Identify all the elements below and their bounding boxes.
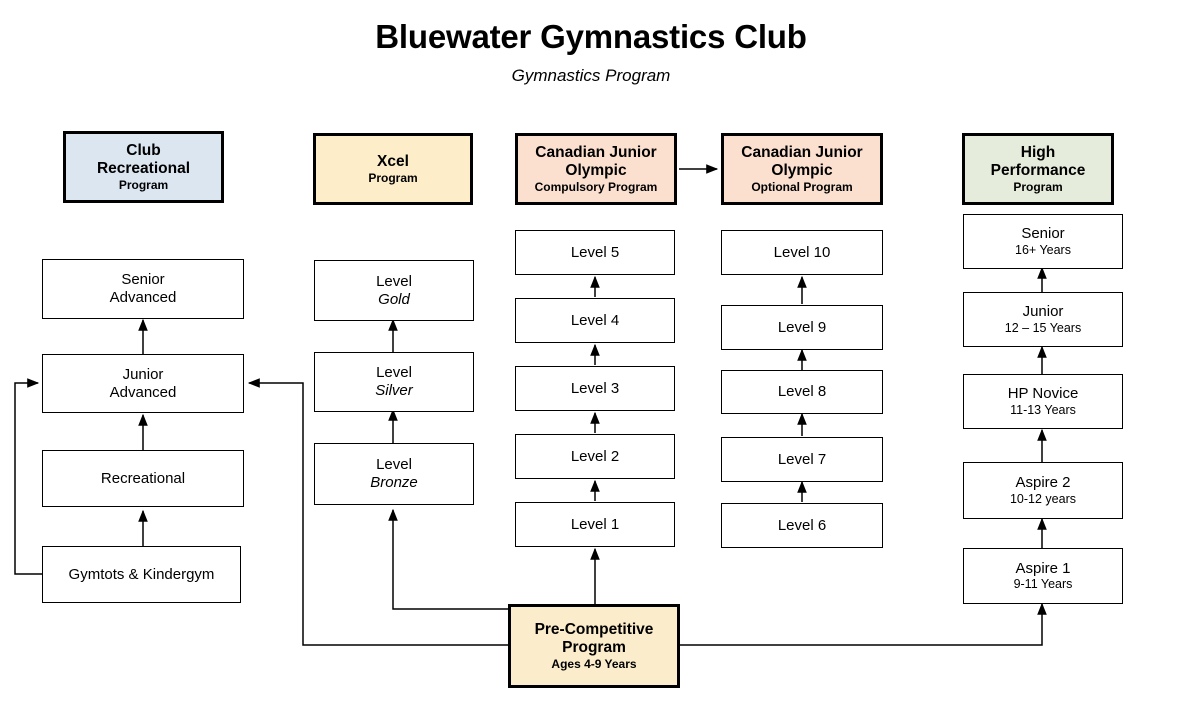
stream-header-line2: Performance (990, 161, 1086, 179)
node-hp-aspire-1[interactable]: Aspire 1 9-11 Years (963, 548, 1123, 604)
node-level-9[interactable]: Level 9 (721, 305, 883, 350)
node-age-range: 11-13 Years (1010, 402, 1076, 417)
node-gymtots-kindergym[interactable]: Gymtots & Kindergym (42, 546, 241, 603)
node-level-1[interactable]: Level 1 (515, 502, 675, 547)
page-subtitle: Gymnastics Program (511, 66, 671, 85)
node-level-4[interactable]: Level 4 (515, 298, 675, 343)
node-age-range: 12 – 15 Years (1004, 320, 1082, 335)
node-line1: Pre-Competitive (534, 620, 654, 638)
node-line1: Recreational (100, 469, 186, 487)
node-line1: Level (376, 456, 412, 474)
node-line1: Level 3 (570, 379, 620, 397)
node-line2: Gold (378, 290, 410, 308)
node-line2: Advanced (109, 383, 177, 401)
stream-header-line2: Olympic (771, 161, 833, 179)
stream-header-line3: Program (118, 178, 169, 193)
node-hp-senior[interactable]: Senior 16+ Years (963, 214, 1123, 269)
node-level-bronze[interactable]: Level Bronze (314, 443, 474, 505)
node-line1: Level 9 (777, 318, 827, 336)
node-line1: Aspire 1 (1015, 559, 1071, 577)
node-junior-advanced[interactable]: Junior Advanced (42, 354, 244, 413)
node-level-3[interactable]: Level 3 (515, 366, 675, 411)
node-senior-advanced[interactable]: Senior Advanced (42, 259, 244, 319)
stream-header-line3: Program (1013, 180, 1063, 195)
stream-header-line3: Program (368, 171, 418, 186)
arrow-precompetitive-to-bronze (388, 508, 508, 610)
stream-header-line1: Canadian Junior (741, 143, 863, 161)
stream-header-line1: Canadian Junior (535, 143, 657, 161)
node-line1: Aspire 2 (1015, 474, 1071, 492)
stream-header-xcel[interactable]: Xcel Program (313, 133, 473, 205)
node-line2: Bronze (370, 474, 418, 491)
node-line1: HP Novice (1007, 385, 1079, 403)
node-line1: Level 1 (570, 515, 620, 533)
node-age-range: 16+ Years (1015, 242, 1071, 257)
node-line1: Level 4 (570, 311, 620, 329)
stream-header-line1: High (1020, 143, 1056, 161)
stream-header-cjo-optional[interactable]: Canadian Junior Olympic Optional Program (721, 133, 883, 205)
node-hp-junior[interactable]: Junior 12 – 15 Years (963, 292, 1123, 347)
node-line2: Advanced (109, 289, 177, 306)
stream-header-line2: Recreational (96, 159, 191, 177)
node-line1: Junior (122, 365, 164, 383)
arrow-precompetitive-to-aspire1 (680, 602, 1047, 646)
node-line1: Junior (1022, 303, 1064, 321)
stream-header-line3: Optional Program (751, 180, 853, 195)
arrow-precompetitive-to-junior-advanced (247, 378, 508, 646)
stream-header-high-performance[interactable]: High Performance Program (962, 133, 1114, 205)
node-hp-aspire-2[interactable]: Aspire 2 10-12 years (963, 462, 1123, 519)
node-line1: Level 10 (773, 243, 831, 261)
node-level-gold[interactable]: Level Gold (314, 260, 474, 321)
stream-header-line1: Xcel (377, 152, 409, 170)
node-level-8[interactable]: Level 8 (721, 370, 883, 414)
stream-header-cjo-compulsory[interactable]: Canadian Junior Olympic Compulsory Progr… (515, 133, 677, 205)
node-level-10[interactable]: Level 10 (721, 230, 883, 275)
page-title: Bluewater Gymnastics Club (375, 18, 807, 55)
stream-header-club-recreational[interactable]: Club Recreational Program (63, 131, 224, 203)
stream-header-line1: Club (126, 141, 161, 159)
node-hp-novice[interactable]: HP Novice 11-13 Years (963, 374, 1123, 429)
node-line1: Level 7 (777, 450, 827, 468)
node-level-5[interactable]: Level 5 (515, 230, 675, 275)
node-age-range: Ages 4-9 Years (551, 657, 637, 672)
stream-header-line3: Compulsory Program (534, 180, 658, 195)
node-age-range: 9-11 Years (1013, 577, 1073, 592)
node-line1: Level 6 (777, 516, 827, 534)
node-level-silver[interactable]: Level Silver (314, 352, 474, 412)
arrow-gymtots-wrap-to-junior-advanced (14, 378, 42, 575)
node-line2: Silver (375, 382, 413, 399)
node-line1: Level 8 (777, 383, 827, 401)
node-pre-competitive-program[interactable]: Pre-Competitive Program Ages 4-9 Years (508, 604, 680, 688)
node-line1: Level 2 (570, 447, 620, 465)
node-age-range: 10-12 years (1009, 491, 1076, 506)
stream-header-line2: Olympic (565, 161, 627, 179)
node-line1: Level (376, 364, 412, 382)
node-line1: Level (376, 272, 412, 290)
node-line1: Level 5 (570, 243, 620, 261)
node-level-2[interactable]: Level 2 (515, 434, 675, 479)
node-line1: Senior (121, 271, 165, 289)
node-line1: Gymtots & Kindergym (68, 565, 215, 583)
node-level-6[interactable]: Level 6 (721, 503, 883, 548)
node-line2: Program (562, 638, 626, 656)
node-line1: Senior (1021, 225, 1065, 243)
node-level-7[interactable]: Level 7 (721, 437, 883, 482)
node-recreational[interactable]: Recreational (42, 450, 244, 507)
